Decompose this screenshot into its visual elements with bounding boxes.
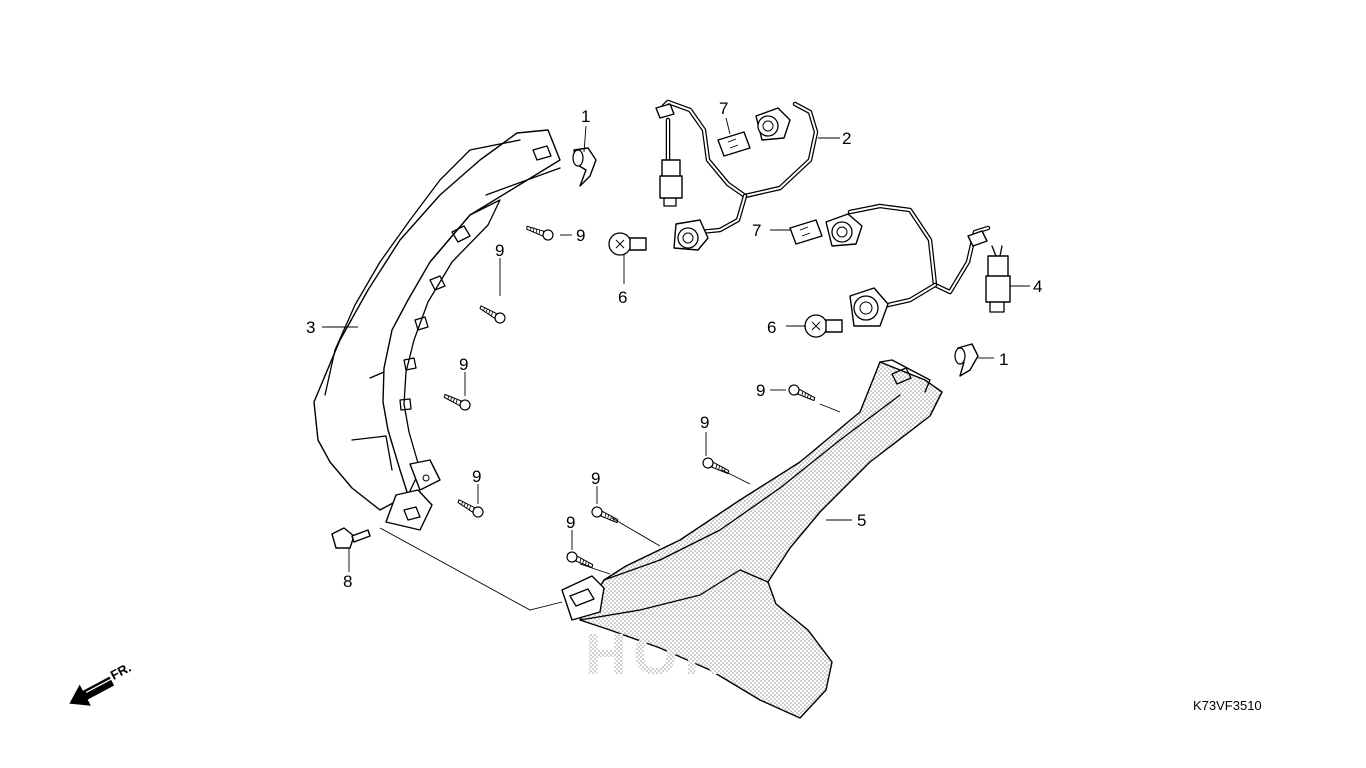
callout-7-upper: 7 <box>719 99 728 118</box>
callout-9-b: 9 <box>495 241 504 260</box>
callout-6-upper: 6 <box>618 288 627 307</box>
wire-harness-upper <box>655 99 819 251</box>
watermark-text: HONDA <box>585 622 828 687</box>
clip-1-lower <box>954 343 979 377</box>
leader-lines <box>322 117 1030 611</box>
front-label: FR. <box>108 660 134 683</box>
callout-5: 5 <box>857 511 866 530</box>
side-cover-right: HONDA <box>561 359 943 719</box>
bulb-6-lower <box>804 314 843 338</box>
wire-harness-lower <box>825 203 1011 327</box>
callout-7-lower: 7 <box>752 221 761 240</box>
callout-9-f: 9 <box>700 413 709 432</box>
callout-9-c: 9 <box>459 355 468 374</box>
screw-9-f <box>701 456 732 475</box>
screw-9-a <box>524 225 555 242</box>
callout-9-a: 9 <box>576 226 585 245</box>
screw-9-b <box>477 305 508 326</box>
bulb-7-upper <box>717 131 751 157</box>
front-direction-arrow: FR. <box>69 660 134 706</box>
callout-9-g: 9 <box>591 469 600 488</box>
screw-9-d <box>455 499 486 520</box>
rear-light-housing-left <box>313 129 561 531</box>
bolt-8 <box>331 527 371 549</box>
callout-1-lower: 1 <box>999 350 1008 369</box>
callout-6-lower: 6 <box>767 318 776 337</box>
callout-9-h: 9 <box>566 513 575 532</box>
callout-4: 4 <box>1033 277 1042 296</box>
screw-9-e <box>787 383 818 402</box>
callout-1-upper: 1 <box>581 107 590 126</box>
diagram-reference-code: K73VF3510 <box>1193 698 1262 713</box>
callout-8: 8 <box>343 572 352 591</box>
bulb-7-lower <box>789 219 823 245</box>
bulb-6-upper <box>608 232 647 256</box>
callout-2: 2 <box>842 129 851 148</box>
screw-9-c <box>441 393 472 412</box>
clip-1-upper <box>572 147 597 187</box>
callout-9-e: 9 <box>756 381 765 400</box>
callout-3: 3 <box>306 318 315 337</box>
callout-9-d: 9 <box>472 467 481 486</box>
screw-9-h <box>565 550 596 569</box>
